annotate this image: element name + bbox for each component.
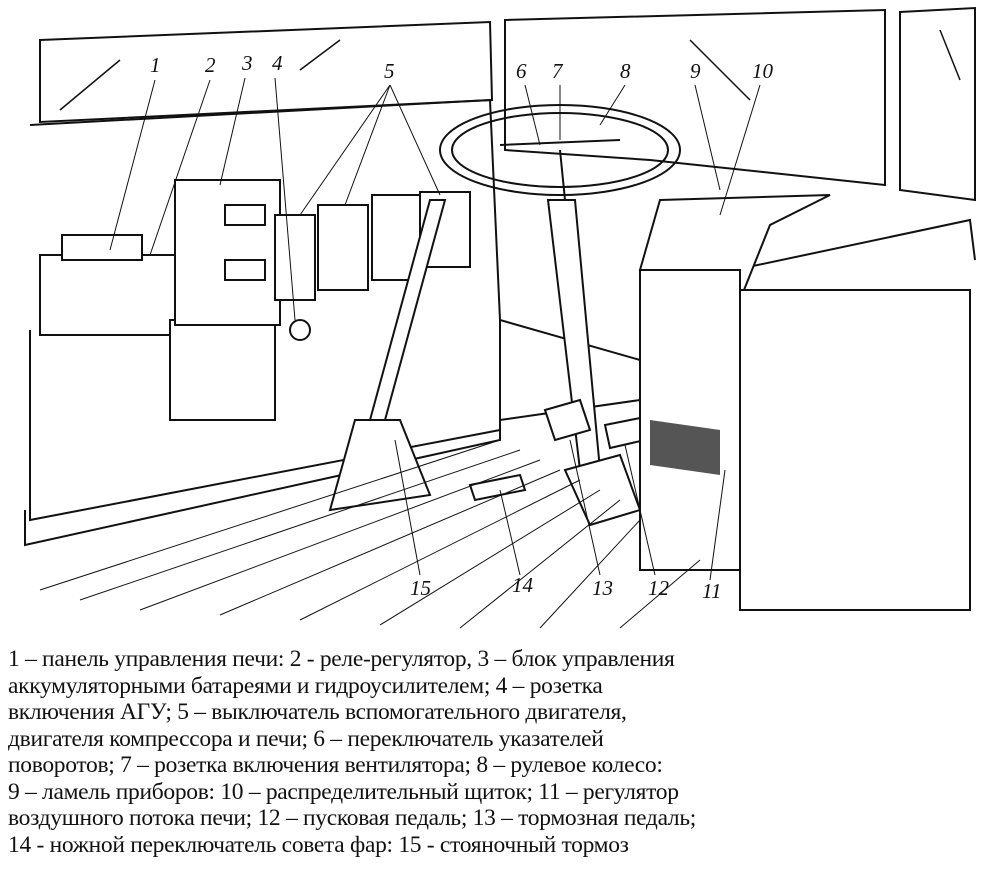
caption-line: 9 – ламель приборов: 10 – распределитель… [8, 778, 679, 805]
callout-5: 5 [384, 59, 395, 83]
callout-3: 3 [241, 51, 253, 75]
floor-hatching [39, 439, 701, 629]
caption-line: аккумуляторными батареями и гидроусилите… [8, 672, 603, 699]
caption-line: двигателя компрессора и печи; 6 – перекл… [8, 725, 604, 752]
callout-labels: 1 2 3 4 5 6 7 8 9 10 11 12 13 14 15 [150, 51, 774, 603]
callout-6: 6 [516, 59, 527, 83]
leader-lines [109, 77, 761, 581]
pedals [468, 398, 647, 502]
callout-1: 1 [150, 53, 161, 77]
caption-line: воздушного потока печи; 12 – пусковая пе… [8, 805, 696, 831]
windshield [39, 6, 976, 202]
callout-10: 10 [752, 59, 774, 83]
instrument-cabinet [638, 194, 971, 611]
caption-line: 1 – панель управления печи: 2 - реле-рег… [8, 646, 675, 672]
figure-caption: 1 – панель управления печи: 2 - реле-рег… [8, 646, 998, 858]
callout-4: 4 [272, 51, 283, 75]
control-boxes [39, 179, 471, 421]
caption-line: поворотов; 7 – розетка включения вентиля… [8, 752, 663, 778]
driver-cab-illustration: 1 2 3 4 5 6 7 8 9 10 11 12 13 14 15 [24, 6, 976, 629]
callout-11: 11 [702, 579, 721, 603]
callout-15: 15 [410, 576, 431, 600]
callout-12: 12 [648, 576, 670, 600]
callout-14: 14 [512, 573, 534, 597]
caption-line: включения АГУ; 5 – выключатель вспомогат… [8, 699, 627, 725]
callout-2: 2 [205, 53, 216, 77]
callout-13: 13 [592, 576, 613, 600]
callout-8: 8 [620, 59, 631, 83]
caption-line: 14 - ножной переключатель совета фар: 15… [8, 831, 629, 858]
callout-9: 9 [690, 59, 701, 83]
callout-7: 7 [552, 59, 564, 83]
